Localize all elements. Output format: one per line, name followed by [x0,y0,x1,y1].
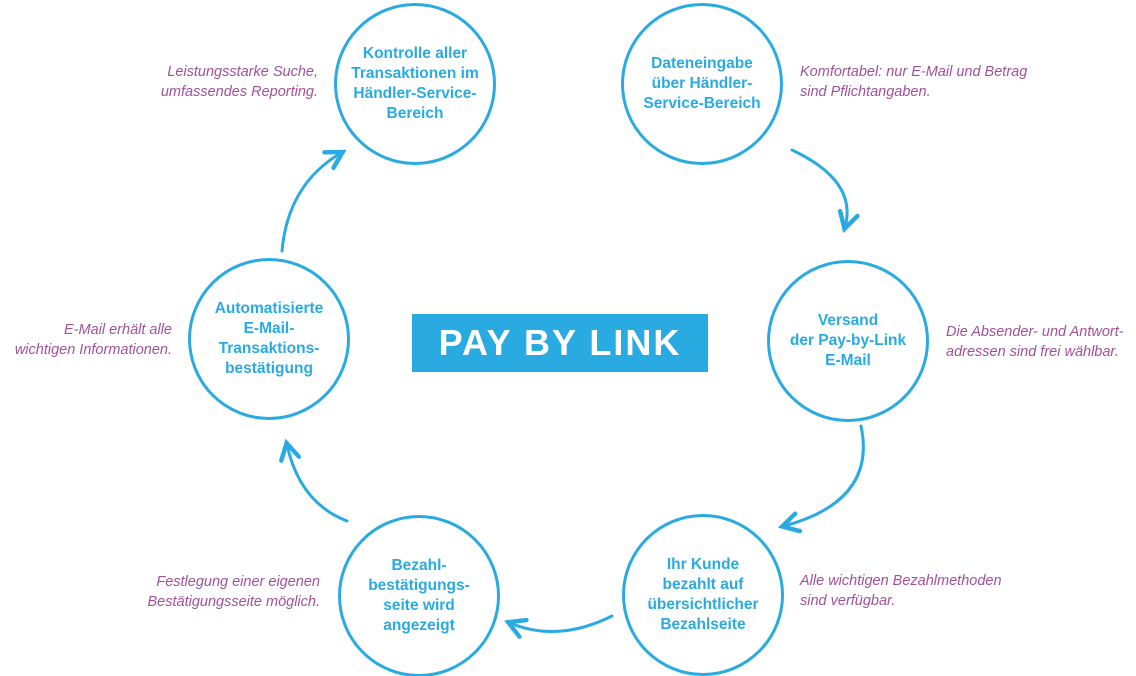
step-label-email-transaktionsbestaetigung: Automatisierte E-Mail- Transaktions- bes… [214,299,324,378]
step-label-kontrolle: Kontrolle aller Transaktionen im Händler… [351,44,479,123]
step-label-kunde-bezahlt: Ihr Kunde bezahlt auf übersichtlicher Be… [647,555,759,634]
step-circle-versand: Versand der Pay-by-Link E-Mail [767,260,929,422]
arrow-email-to-kontrolle [280,153,341,253]
step-circle-kunde-bezahlt: Ihr Kunde bezahlt auf übersichtlicher Be… [622,514,784,676]
arrow-dateneingabe-to-versand [790,148,847,227]
step-label-dateneingabe: Dateneingabe über Händler- Service-Berei… [643,54,761,113]
diagram-title-box: PAY BY LINK [412,314,708,372]
step-label-versand: Versand der Pay-by-Link E-Mail [789,311,907,370]
annotation-kunde-bezahlt: Alle wichtigen Bezahlmethoden sind verfü… [800,573,1002,609]
step-label-bezahlbestaetigungsseite: Bezahl- bestätigungs- seite wird angezei… [368,556,470,635]
annotation-versand: Die Absender- und Antwort- adressen sind… [946,324,1124,360]
annotation-kontrolle: Leistungsstarke Suche, umfassendes Repor… [160,64,318,100]
arrow-bezahlseite-to-email [287,445,349,523]
annotation-dateneingabe: Komfortabel: nur E-Mail und Betrag sind … [800,64,1028,100]
step-circle-kontrolle: Kontrolle aller Transaktionen im Händler… [334,3,496,165]
arrow-versand-to-kunde [784,424,865,526]
arrow-kunde-to-bezahlseite [510,614,614,632]
step-circle-bezahlbestaetigungsseite: Bezahl- bestätigungs- seite wird angezei… [338,515,500,676]
step-circle-dateneingabe: Dateneingabe über Händler- Service-Berei… [621,3,783,165]
diagram-title: PAY BY LINK [438,322,682,363]
annotation-bezahlbestaetigungsseite: Festlegung einer eigenen Bestätigungssei… [147,574,321,610]
annotation-email-transaktionsbestaetigung: E-Mail erhält alle wichtigen Information… [14,322,172,358]
step-circle-email-transaktionsbestaetigung: Automatisierte E-Mail- Transaktions- bes… [188,258,350,420]
